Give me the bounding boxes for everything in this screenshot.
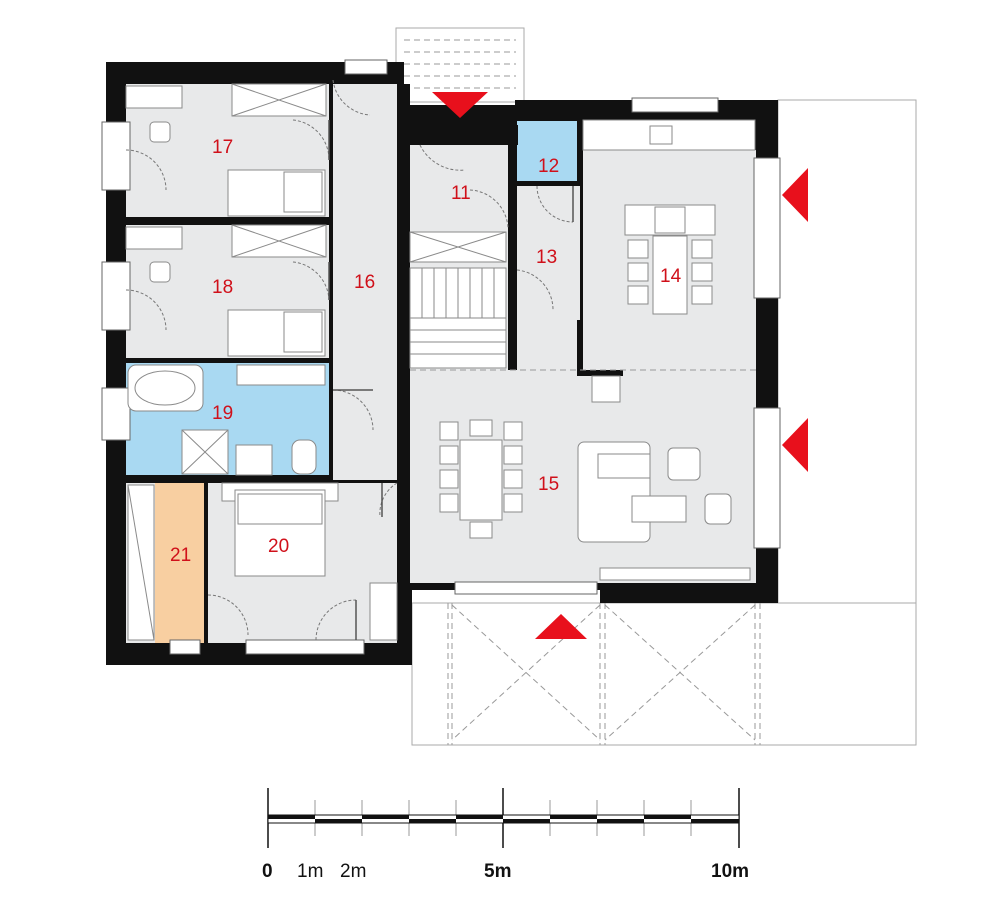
window [454,581,598,595]
window [753,407,781,549]
room-label-18: 18 [212,277,233,298]
furniture-living [439,419,751,581]
covered-terrace [411,602,917,746]
furniture-room-18 [125,224,327,357]
scale-bar: 0 1m 2m 5m 10m [262,788,749,882]
garden-entrance-icon [535,614,587,639]
scale-label-10m: 10m [711,861,749,882]
main-entrance-icon [432,92,488,118]
window [169,639,201,655]
window [101,387,131,441]
window [101,121,131,191]
room-label-19: 19 [212,403,233,424]
furniture-room-19 [127,364,326,476]
room-label-17: 17 [212,137,233,158]
scale-label-1m: 1m [297,861,323,882]
room-label-16: 16 [354,272,375,293]
room-label-21: 21 [170,545,191,566]
room-label-14: 14 [660,266,682,287]
furniture-room-20 [127,482,398,641]
terrace-right [777,99,917,604]
furniture-room-17 [125,83,327,217]
room-16-floor [333,84,397,480]
scale-label-5m: 5m [484,861,511,882]
entrance-markers [432,92,808,639]
doors [125,79,574,641]
room-21-floor [155,483,204,643]
terrace-entrance-icon [782,168,808,222]
room-label-20: 20 [268,536,289,557]
window [245,639,365,655]
staircase [409,231,507,369]
entrance-canopy [395,27,525,103]
terrace-entrance-icon [782,418,808,472]
window [344,59,388,75]
scale-label-2m: 2m [340,861,366,882]
scale-label-0: 0 [262,861,273,882]
window [753,157,781,299]
window [631,97,719,113]
room-labels: 11 12 13 14 15 16 17 18 19 20 21 [170,137,682,566]
room-label-12: 12 [538,156,559,177]
room-label-11: 11 [451,183,471,204]
room-label-13: 13 [536,247,557,268]
windows [101,59,781,655]
furniture-kitchen [582,119,756,403]
window [101,261,131,331]
room-label-15: 15 [538,474,559,495]
